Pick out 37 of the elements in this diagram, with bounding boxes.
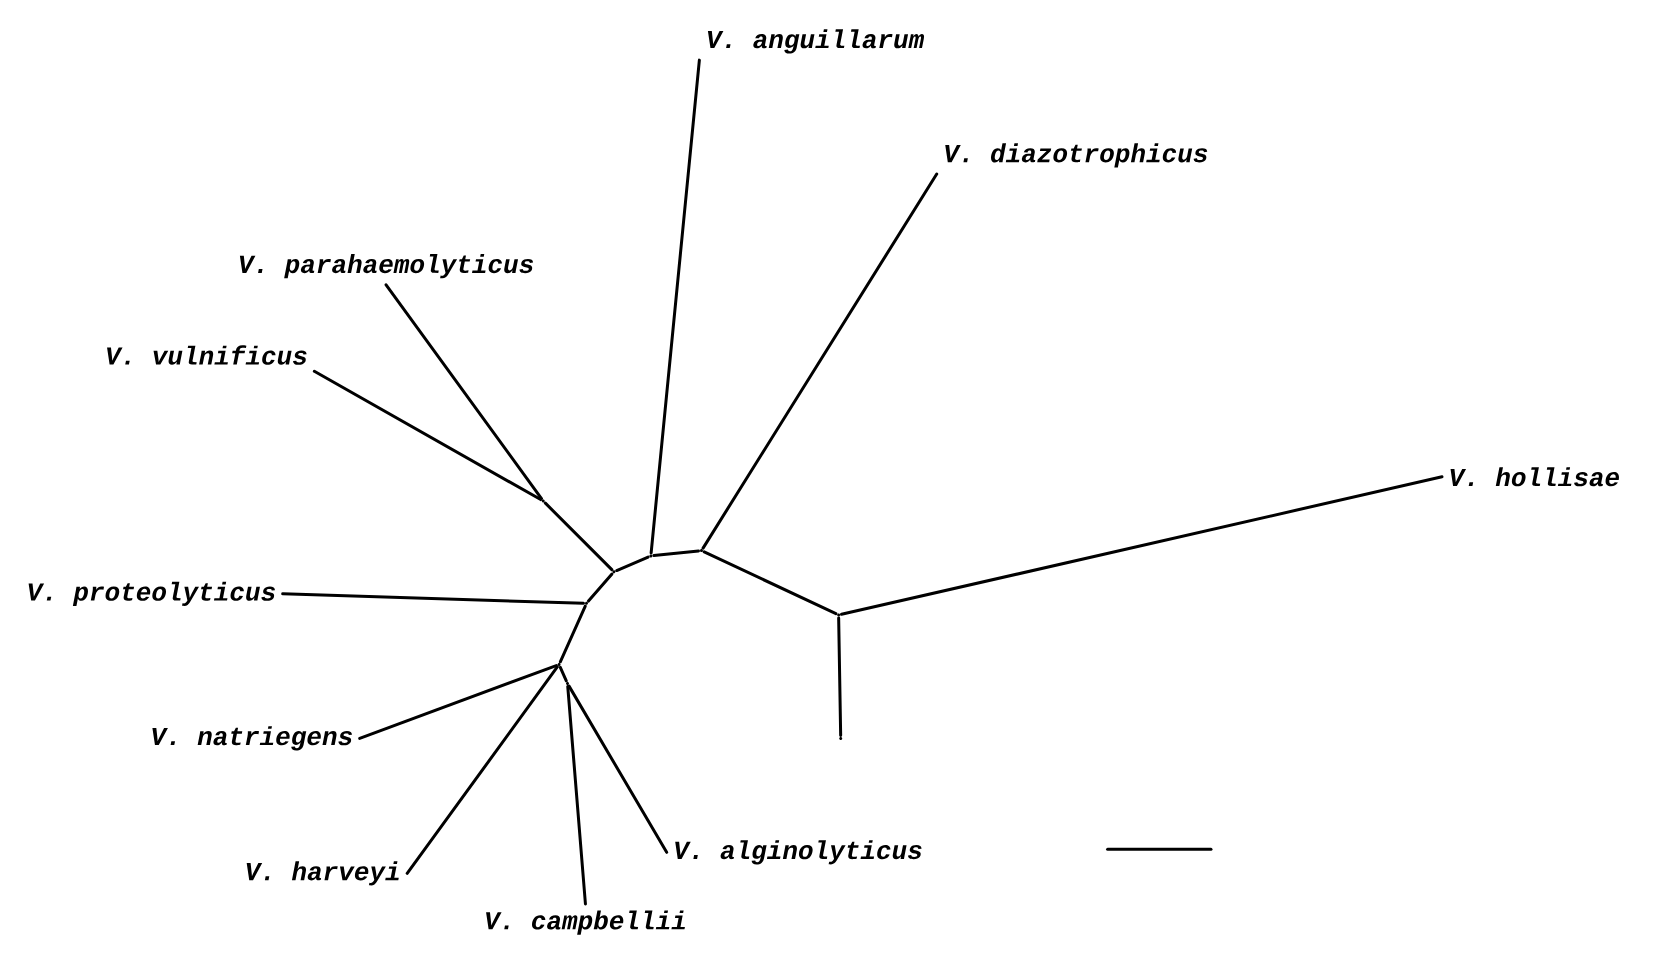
branch-point [649,554,653,558]
branch-point [566,682,569,686]
tree-branch [405,665,559,875]
species-label: V. diazotrophicus [945,143,1208,168]
tree-branch [702,550,838,616]
species-label: V. natriegens [152,726,352,751]
tree-branch [840,475,1444,616]
species-label: V. anguillarum [707,29,925,54]
species-label: V. harveyi [246,861,399,886]
branch-point [612,570,616,574]
branch-point [585,601,588,605]
tree-branch [837,616,843,737]
tree-branch [567,684,669,854]
tree-branch [566,685,587,906]
tree-branch [586,572,614,603]
branch-point [839,736,843,740]
tree-branch [649,58,701,555]
tree-branch [558,604,587,664]
tree-branch [615,555,650,573]
species-label: V. campbellii [486,910,685,935]
tree-branch [543,501,614,572]
tree-branch [358,664,558,740]
tree-branch [281,592,585,605]
species-label: V. hollisae [1450,467,1619,487]
branch-point [557,663,561,667]
branch-point [837,613,841,617]
tree-branch [652,549,700,558]
tree-branch [701,172,939,550]
branch-point [541,499,545,503]
tree-branch [558,665,568,683]
tree-branch [384,283,543,501]
species-label: V. alginolyticus [675,840,922,865]
species-label: V. proteolyticus [28,581,275,606]
tree-branch [312,369,543,502]
species-label: V. vulnificus [107,345,307,365]
branch-point [700,549,703,553]
species-label: V. parahaemolyticus [239,254,533,279]
